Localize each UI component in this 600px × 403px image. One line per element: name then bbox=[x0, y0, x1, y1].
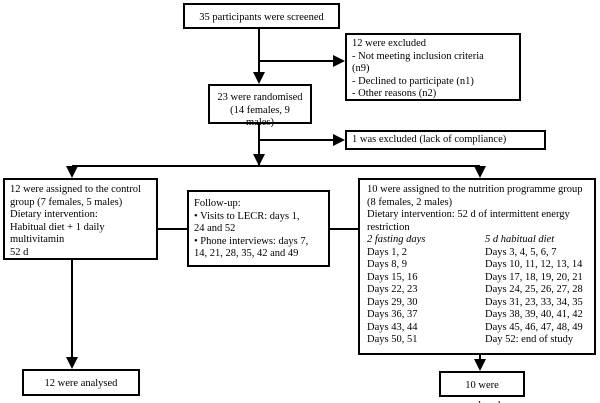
nutrition-line: Dietary intervention: 52 d of intermitte… bbox=[367, 209, 570, 220]
habitual-days: Days 10, 11, 12, 13, 14 bbox=[485, 259, 583, 270]
control-line: Dietary intervention: bbox=[10, 209, 98, 220]
control-line: Habitual diet + 1 daily bbox=[10, 221, 105, 233]
habitual-days: Days 3, 4, 5, 6, 7 bbox=[485, 246, 557, 258]
nutrition-line: 10 were assigned to the nutrition progra… bbox=[367, 184, 583, 195]
excluded-compliance-box: 1 was excluded (lack of compliance) bbox=[345, 130, 546, 150]
habitual-days: Days 17, 18, 19, 20, 21 bbox=[485, 271, 583, 283]
control-line: 12 were assigned to the control bbox=[10, 184, 141, 195]
habitual-days: Days 45, 46, 47, 48, 49 bbox=[485, 321, 583, 333]
screened-box: 35 participants were screened bbox=[183, 3, 340, 29]
habitual-days: Days 38, 39, 40, 41, 42 bbox=[485, 309, 583, 320]
fasting-days: Days 15, 16 bbox=[367, 271, 418, 283]
control-analysed-box: 12 were analysed bbox=[22, 369, 140, 396]
control-line: group (7 females, 5 males) bbox=[10, 196, 123, 208]
excluded-reason: - Declined to participate (n1) bbox=[352, 75, 474, 87]
excluded-reason: (n9) bbox=[352, 63, 370, 74]
habitual-days: Day 52: end of study bbox=[485, 334, 574, 345]
followup-line: Follow-up: bbox=[194, 198, 241, 209]
control-line: multivitamin bbox=[10, 234, 65, 245]
fasting-days: Days 29, 30 bbox=[367, 296, 418, 308]
habitual-days: Days 31, 23, 33, 34, 35 bbox=[485, 296, 583, 308]
nutrition-line: (8 females, 2 males) bbox=[367, 196, 453, 208]
habitual-days: Days 24, 25, 26, 27, 28 bbox=[485, 284, 583, 295]
followup-line: • Visits to LECR: days 1, bbox=[194, 210, 300, 222]
randomised-count: 23 were randomised bbox=[217, 92, 303, 103]
randomised-box: 23 were randomised (14 females, 9 males) bbox=[208, 84, 312, 128]
fasting-days: Days 8, 9 bbox=[367, 259, 407, 270]
excluded-box: 12 were excluded - Not meeting inclusion… bbox=[345, 33, 521, 101]
fasting-days: Days 43, 44 bbox=[367, 321, 418, 333]
followup-line: • Phone interviews: days 7, bbox=[194, 235, 309, 247]
schedule-table: 2 fasting days 5 d habitual diet Days 1,… bbox=[367, 234, 587, 347]
fasting-header: 2 fasting days bbox=[367, 234, 426, 245]
followup-line: 14, 21, 28, 35, 42 and 49 bbox=[194, 248, 299, 259]
nutrition-line: restriction bbox=[367, 221, 410, 233]
fasting-days: Days 22, 23 bbox=[367, 284, 418, 295]
followup-box: Follow-up: • Visits to LECR: days 1, 24 … bbox=[187, 190, 330, 267]
nutrition-analysed-box: 10 were analysed bbox=[439, 371, 525, 403]
habitual-header: 5 d habitual diet bbox=[485, 234, 555, 245]
followup-line: 24 and 52 bbox=[194, 223, 236, 234]
excluded-title: 12 were excluded bbox=[352, 38, 427, 49]
excluded-reason: - Not meeting inclusion criteria bbox=[352, 50, 484, 62]
control-group-box: 12 were assigned to the control group (7… bbox=[3, 178, 158, 260]
fasting-days: Days 1, 2 bbox=[367, 246, 407, 258]
control-line: 52 d bbox=[10, 246, 29, 258]
fasting-days: Days 50, 51 bbox=[367, 334, 418, 345]
nutrition-group-box: 10 were assigned to the nutrition progra… bbox=[358, 178, 596, 355]
fasting-days: Days 36, 37 bbox=[367, 309, 418, 320]
randomised-sex: (14 females, 9 males) bbox=[230, 104, 290, 129]
excluded-reason: - Other reasons (n2) bbox=[352, 88, 437, 99]
